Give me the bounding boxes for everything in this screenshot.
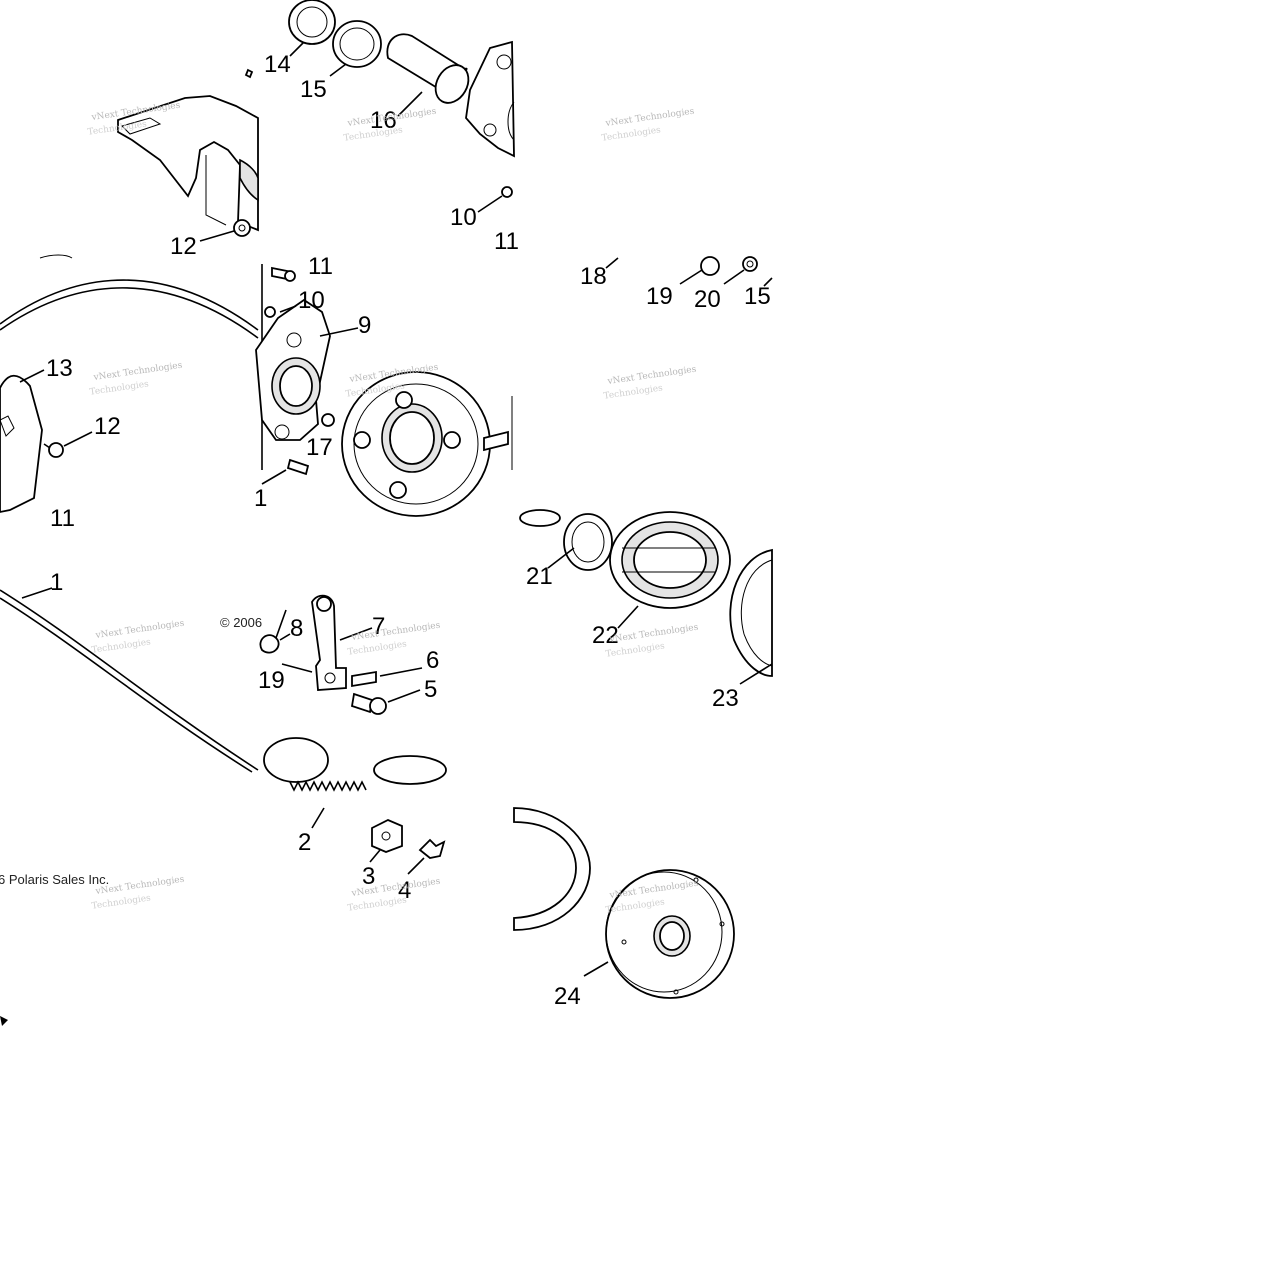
tile-bearings-sleeve xyxy=(288,0,515,213)
watermark: vNext Technologies Technologies xyxy=(347,877,441,914)
tile-brake-plate xyxy=(255,264,513,517)
svg-text:vNext Technologies: vNext Technologies xyxy=(350,621,441,644)
arrow-mark xyxy=(0,1016,8,1026)
svg-text:vNext Technologies: vNext Technologies xyxy=(608,623,699,646)
callout-label: 19 xyxy=(258,667,285,694)
svg-text:vNext Technologies: vNext Technologies xyxy=(92,361,183,384)
callout-labels: 12 14 15 16 10 11 13 12 11 11 10 9 17 1 … xyxy=(46,51,771,1010)
callout-label: 10 xyxy=(298,287,325,314)
callout-label: 2 xyxy=(298,829,311,856)
callout-label: 16 xyxy=(370,107,397,134)
callout-label: 11 xyxy=(308,253,333,280)
callout-label: 17 xyxy=(306,434,333,461)
callout-label: 18 xyxy=(580,263,607,290)
tile-brake-bracket xyxy=(117,68,259,242)
callout-label: 20 xyxy=(694,286,721,313)
copyright-fragment: © 2006 xyxy=(220,615,262,630)
callout-label: 21 xyxy=(526,563,553,590)
callout-label: 15 xyxy=(300,76,327,103)
callout-label: 3 xyxy=(362,863,375,890)
callout-label: 11 xyxy=(50,505,75,532)
svg-text:vNext Technologies: vNext Technologies xyxy=(604,107,695,130)
callout-label: 4 xyxy=(398,877,411,904)
callout-label: 9 xyxy=(358,312,371,339)
tile-cable-cover xyxy=(0,254,259,513)
callout-label: 1 xyxy=(254,485,267,512)
watermark: vNext Technologies Technologies xyxy=(601,107,695,144)
callout-label: 5 xyxy=(424,676,437,703)
callout-label: 1 xyxy=(50,569,63,596)
copyright-fragment: 6 Polaris Sales Inc. xyxy=(0,872,109,887)
svg-text:vNext Technologies: vNext Technologies xyxy=(94,619,185,642)
tile-actuator-arm xyxy=(259,594,447,785)
tile-brake-shoes xyxy=(519,509,773,685)
callout-label: 19 xyxy=(646,283,673,310)
watermark: vNext Technologies Technologies xyxy=(603,365,697,402)
svg-text:vNext Technologies: vNext Technologies xyxy=(606,365,697,388)
callout-label: 24 xyxy=(554,983,581,1010)
callout-label: 12 xyxy=(94,413,121,440)
watermark: vNext Technologies Technologies xyxy=(91,619,185,656)
callout-label: 14 xyxy=(264,51,291,78)
callout-label: 8 xyxy=(290,615,303,642)
callout-label: 7 xyxy=(372,613,385,640)
callout-label: 12 xyxy=(170,233,197,260)
tile-spring-pin xyxy=(289,780,446,875)
callout-label: 22 xyxy=(592,622,619,649)
callout-label: 23 xyxy=(712,685,739,712)
tile-small-parts xyxy=(605,256,773,287)
tile-drum-cover xyxy=(513,807,735,999)
callout-label: 6 xyxy=(426,647,439,674)
callout-label: 10 xyxy=(450,204,477,231)
callout-label: 11 xyxy=(494,228,519,255)
callout-label: 15 xyxy=(744,283,771,310)
watermark: vNext Technologies Technologies xyxy=(89,361,183,398)
callout-label: 13 xyxy=(46,355,73,382)
tile-cable xyxy=(0,587,259,773)
